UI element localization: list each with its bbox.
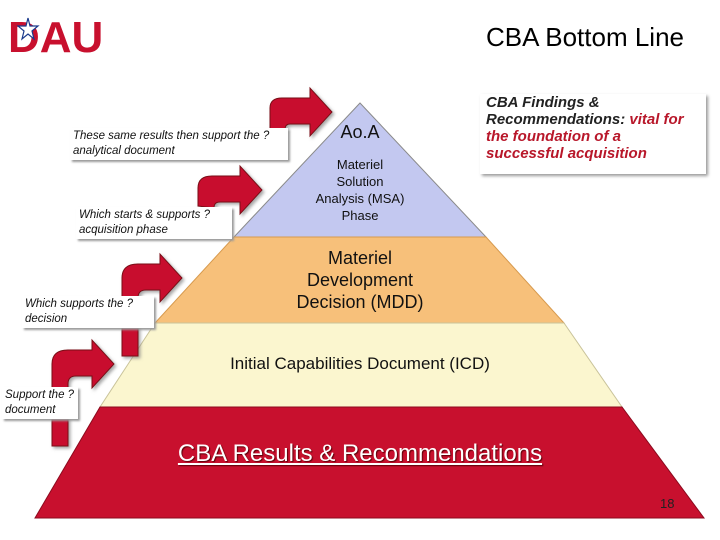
- findings-line-4: successful acquisition: [486, 145, 647, 162]
- apex-sub-line: Phase: [341, 208, 379, 223]
- curved-arrow-icon: [51, 338, 115, 447]
- apex-subtitle: Materiel Solution Analysis (MSA) Phase: [290, 156, 430, 224]
- findings-line-3: the foundation of a: [486, 128, 621, 145]
- star-icon: [16, 17, 40, 41]
- mdd-label: Materiel Development Decision (MDD): [270, 247, 450, 313]
- note-analytical-document: These same results then support the ? an…: [70, 128, 288, 160]
- apex-sub-line: Analysis (MSA): [315, 191, 405, 206]
- note-document: Support the ? document: [2, 387, 78, 419]
- apex-sub-line: Solution: [336, 174, 384, 189]
- curved-arrow-icon: [121, 252, 183, 357]
- note-acquisition-phase: Which starts & supports ? acquisition ph…: [76, 207, 232, 239]
- curved-arrow-icon: [269, 86, 333, 138]
- slide-title: CBA Bottom Line: [486, 22, 684, 52]
- mdd-line: Development: [306, 270, 414, 290]
- findings-line-2a: Recommendations:: [486, 111, 626, 128]
- mdd-line: Decision (MDD): [296, 292, 424, 312]
- apex-title: Ao.A: [340, 122, 380, 142]
- dau-logo: DAU: [8, 13, 103, 58]
- page-number: 18: [660, 496, 675, 511]
- curved-arrow-icon: [197, 164, 263, 216]
- findings-line-1: CBA Findings &: [486, 94, 600, 111]
- base-label: CBA Results & Recommendations: [177, 440, 543, 467]
- icd-label: Initial Capabilities Document (ICD): [230, 354, 490, 373]
- apex-sub-line: Materiel: [336, 157, 384, 172]
- note-decision: Which supports the ? decision: [22, 296, 154, 328]
- pyramid-base-tier: [34, 406, 705, 519]
- mdd-line: Materiel: [327, 248, 393, 268]
- findings-line-2b: vital for: [625, 111, 684, 128]
- findings-callout: CBA Findings & Recommendations: vital fo…: [480, 94, 706, 174]
